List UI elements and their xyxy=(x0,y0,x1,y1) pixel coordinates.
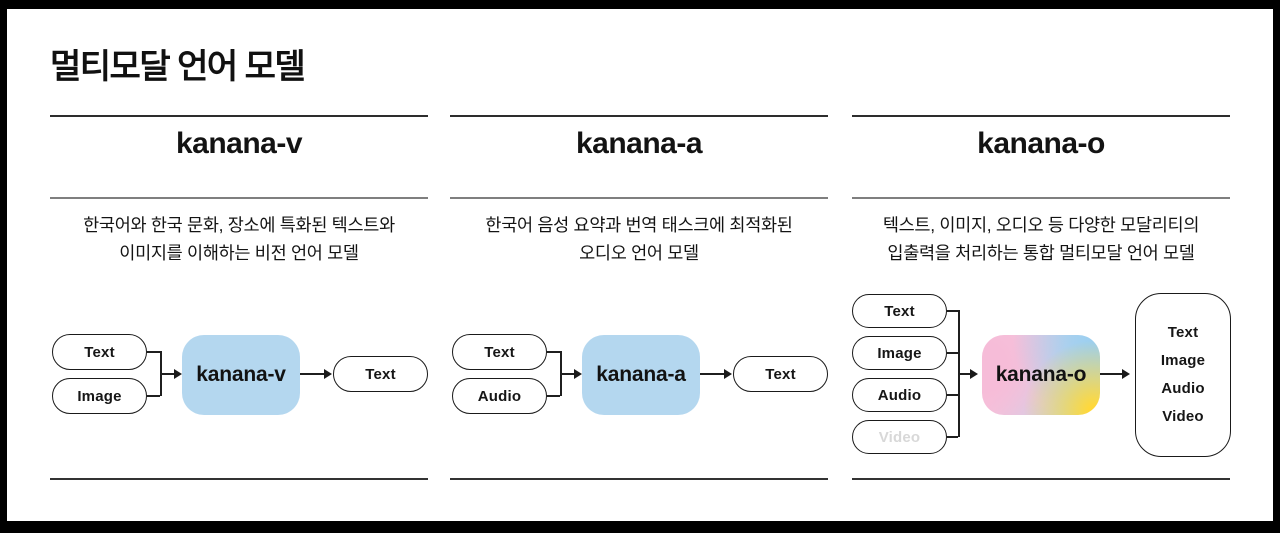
arrow-right-icon xyxy=(574,369,582,379)
output-label-image: Image xyxy=(1160,351,1206,369)
pill-label: Text xyxy=(365,365,396,383)
description-line: 입출력을 처리하는 통합 멀티모달 언어 모델 xyxy=(887,243,1195,263)
arrow-right-icon xyxy=(970,369,978,379)
model-description: 텍스트, 이미지, 오디오 등 다양한 모달리티의 입출력을 처리하는 통합 멀… xyxy=(842,211,1240,267)
output-modality-box: Text Image Audio Video xyxy=(1135,293,1231,457)
connector-line xyxy=(300,373,326,375)
arrow-right-icon xyxy=(324,369,332,379)
output-pill-text: Text xyxy=(733,356,828,392)
model-box-kanana-v: kanana-v xyxy=(182,335,300,415)
connector-line xyxy=(700,373,726,375)
connector-line xyxy=(147,351,160,353)
input-pill-text: Text xyxy=(452,334,547,370)
column-kanana-a: kanana-a 한국어 음성 요약과 번역 태스크에 최적화된 오디오 언어 … xyxy=(450,100,828,500)
pill-label: Image xyxy=(877,344,922,362)
model-description: 한국어 음성 요약과 번역 태스크에 최적화된 오디오 언어 모델 xyxy=(440,211,838,267)
column-kanana-o: kanana-o 텍스트, 이미지, 오디오 등 다양한 모달리티의 입출력을 … xyxy=(852,100,1231,500)
connector-line xyxy=(947,310,958,312)
connector-line xyxy=(947,436,958,438)
description-line: 이미지를 이해하는 비전 언어 모델 xyxy=(119,243,359,263)
pill-label: Text xyxy=(484,343,515,361)
pill-label: Text xyxy=(884,302,915,320)
divider-mid xyxy=(450,197,828,199)
connector-line xyxy=(147,395,160,397)
description-line: 오디오 언어 모델 xyxy=(579,243,699,263)
divider-top xyxy=(50,115,428,117)
pill-label: Image xyxy=(77,387,122,405)
connector-line xyxy=(947,352,958,354)
divider-bottom xyxy=(50,478,428,480)
input-pill-audio: Audio xyxy=(452,378,547,414)
connector-line xyxy=(547,395,560,397)
divider-mid xyxy=(852,197,1230,199)
model-box-kanana-o: kanana-o xyxy=(982,335,1100,415)
input-pill-video: Video xyxy=(852,420,947,454)
connector-line xyxy=(160,373,175,375)
page-title: 멀티모달 언어 모델 xyxy=(50,48,306,86)
connector-line xyxy=(958,373,972,375)
connector-line xyxy=(947,394,958,396)
output-label-audio: Audio xyxy=(1161,379,1205,397)
description-line: 한국어 음성 요약과 번역 태스크에 최적화된 xyxy=(485,215,793,235)
description-line: 텍스트, 이미지, 오디오 등 다양한 모달리티의 xyxy=(882,215,1200,235)
pill-label: Text xyxy=(765,365,796,383)
pill-label: Audio xyxy=(877,386,922,404)
output-label-text: Text xyxy=(1167,323,1199,341)
output-pill-text: Text xyxy=(333,356,428,392)
connector-line xyxy=(547,351,560,353)
input-pill-audio: Audio xyxy=(852,378,947,412)
divider-bottom xyxy=(450,478,828,480)
flow-diagram: Text Image kanana-v Text xyxy=(50,285,428,470)
model-title: kanana-v xyxy=(175,127,303,160)
model-title: kanana-o xyxy=(977,127,1105,160)
description-line: 한국어와 한국 문화, 장소에 특화된 텍스트와 xyxy=(83,215,395,235)
input-pill-image: Image xyxy=(52,378,147,414)
model-title: kanana-a xyxy=(575,127,703,160)
flow-diagram: Text Audio kanana-a Text xyxy=(450,285,828,470)
model-description: 한국어와 한국 문화, 장소에 특화된 텍스트와 이미지를 이해하는 비전 언어… xyxy=(40,211,438,267)
model-box-label: kanana-o xyxy=(995,363,1087,386)
input-pill-image: Image xyxy=(852,336,947,370)
pill-label: Video xyxy=(878,428,921,446)
connector-line xyxy=(1100,373,1124,375)
output-label-video: Video xyxy=(1162,407,1204,425)
pill-label: Audio xyxy=(477,387,522,405)
divider-mid xyxy=(50,197,428,199)
column-kanana-v: kanana-v 한국어와 한국 문화, 장소에 특화된 텍스트와 이미지를 이… xyxy=(50,100,428,500)
divider-top xyxy=(450,115,828,117)
input-pill-text: Text xyxy=(852,294,947,328)
model-box-label: kanana-v xyxy=(196,363,286,386)
flow-diagram: Text Image Audio Video kanana-o xyxy=(852,285,1231,470)
divider-bottom xyxy=(852,478,1230,480)
model-box-label: kanana-a xyxy=(596,363,686,386)
pill-label: Text xyxy=(84,343,115,361)
arrow-right-icon xyxy=(174,369,182,379)
arrow-right-icon xyxy=(1122,369,1130,379)
arrow-right-icon xyxy=(724,369,732,379)
divider-top xyxy=(852,115,1230,117)
input-pill-text: Text xyxy=(52,334,147,370)
model-box-kanana-a: kanana-a xyxy=(582,335,700,415)
connector-line xyxy=(560,373,575,375)
